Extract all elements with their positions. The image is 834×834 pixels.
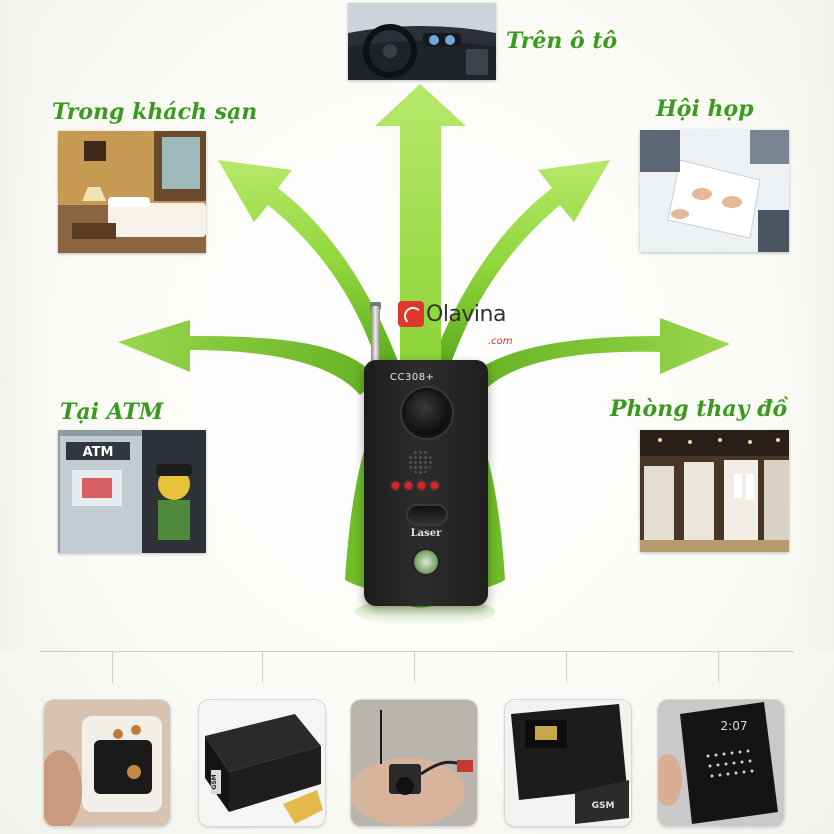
led-indicators xyxy=(392,482,438,489)
arrow-upper-left xyxy=(218,160,402,372)
hotel-room-photo xyxy=(58,131,206,253)
divider-tick-4 xyxy=(566,651,567,683)
divider-tick-1 xyxy=(112,651,113,683)
detector-device: CC308+ Laser xyxy=(364,360,488,606)
led-4 xyxy=(431,482,438,489)
divider-tick-5 xyxy=(718,651,719,683)
arrow-up xyxy=(375,84,466,608)
speaker-grille xyxy=(408,450,432,474)
led-2 xyxy=(405,482,412,489)
bottom-divider xyxy=(40,651,794,652)
divider-tick-2 xyxy=(262,651,263,683)
laser-label: Laser xyxy=(410,528,442,539)
signal-icon xyxy=(398,301,424,327)
brand-logo: Olavina xyxy=(398,294,506,334)
compass-icon xyxy=(414,550,438,574)
label-changing-room: Phòng thay đồ xyxy=(610,396,788,422)
atm-sign-text: ATM xyxy=(83,445,114,460)
phone-time-text: 2:07 xyxy=(721,719,748,733)
arrow-right xyxy=(465,318,730,395)
arrow-left xyxy=(118,320,378,395)
atm-photo: ATM xyxy=(58,430,206,553)
left-shade xyxy=(0,0,40,650)
label-car: Trên ô tô xyxy=(506,28,618,54)
divider-tick-3 xyxy=(414,651,415,683)
lens-viewfinder xyxy=(402,388,452,438)
thumb-mini-camera xyxy=(351,700,477,826)
arrow-upper-right xyxy=(428,160,610,372)
device-model-label: CC308+ xyxy=(390,372,435,383)
label-atm: Tại ATM xyxy=(60,399,164,425)
thumb-earpiece xyxy=(44,700,170,826)
led-1 xyxy=(392,482,399,489)
gsm-badge-2-text: GSM xyxy=(592,801,615,811)
thumb-phone: 2:07 xyxy=(658,700,784,826)
brand-domain: .com xyxy=(488,336,513,347)
thumb-gsm-tracker: GSM xyxy=(505,700,631,826)
meeting-photo xyxy=(640,130,789,252)
brand-name: Olavina xyxy=(426,301,506,327)
antenna xyxy=(371,306,380,364)
led-3 xyxy=(418,482,425,489)
label-meeting: Hội họp xyxy=(656,96,754,122)
laser-button xyxy=(408,506,446,524)
thumb-gsm-box: GSM xyxy=(199,700,325,826)
label-hotel: Trong khách sạn xyxy=(52,99,258,125)
right-shade xyxy=(794,0,834,650)
changing-room-photo xyxy=(640,430,789,552)
car-dashboard-photo xyxy=(348,3,496,80)
gsm-badge-text: GSM xyxy=(211,774,218,789)
